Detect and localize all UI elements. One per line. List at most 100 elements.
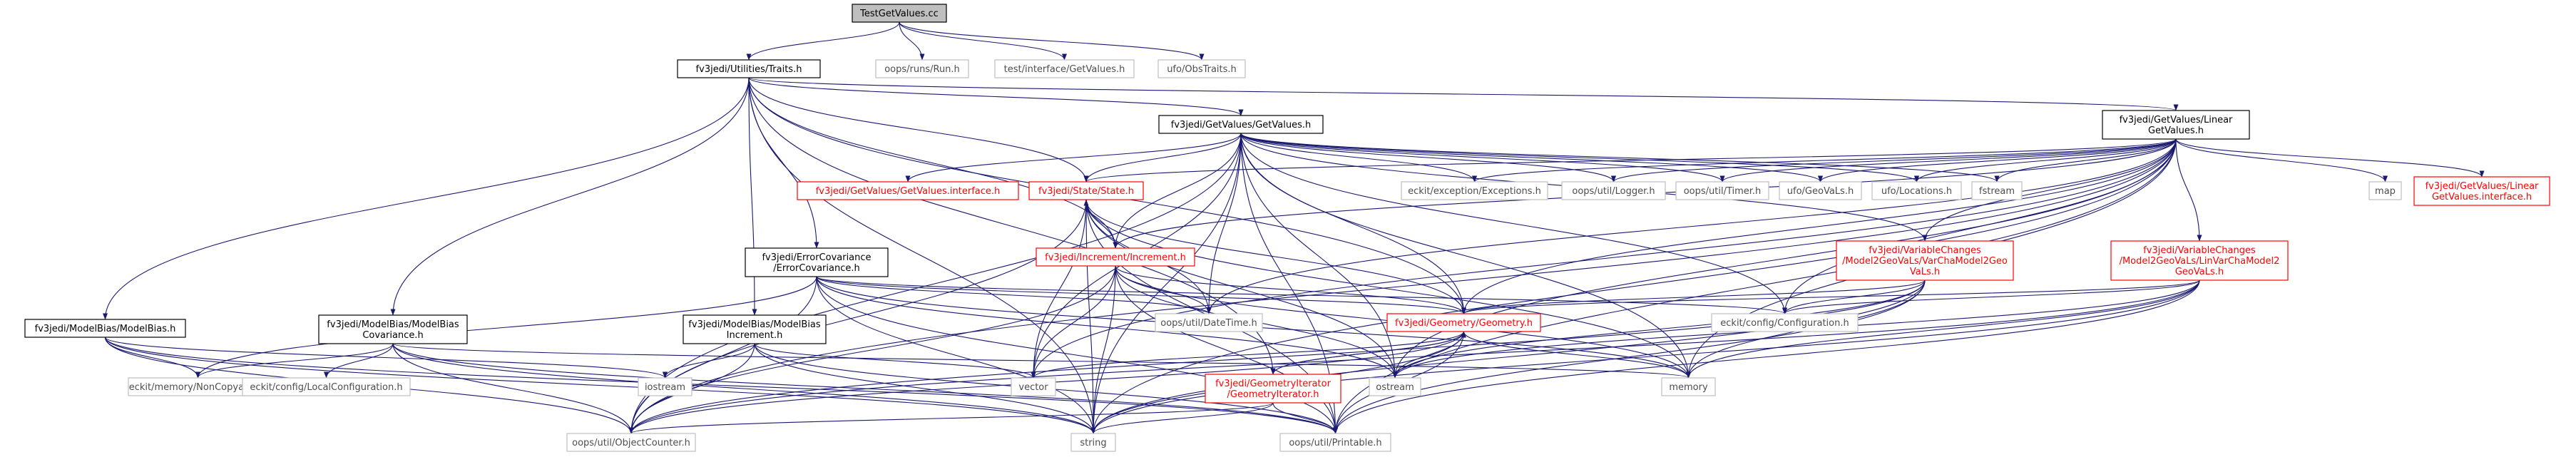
edge-root-to-tgv [899, 21, 1067, 61]
node-label: ufo/ObsTraits.h [1167, 64, 1237, 75]
node-map[interactable]: map [2368, 181, 2402, 200]
edge-lineargv-to-datetime [1206, 138, 2177, 314]
edge-traits-to-lineargv [748, 77, 2178, 111]
edge-getvalues-to-locations [1240, 133, 1919, 183]
edge-errorcov-to-objectcounter [628, 276, 817, 434]
node-datetime[interactable]: oops/util/DateTime.h [1155, 313, 1263, 332]
node-box [1036, 247, 1195, 267]
node-varchamodel[interactable]: fv3jedi/VariableChanges/Model2GeoVaLs/Va… [1836, 240, 2014, 281]
edge-linvarcha-to-objectcounter [628, 279, 2200, 434]
node-vector[interactable]: vector [1011, 377, 1056, 396]
node-label: oops/util/Timer.h [1684, 186, 1762, 197]
node-box [1661, 377, 1716, 396]
node-linvarcha[interactable]: fv3jedi/VariableChanges/Model2GeoVaLs/Li… [2110, 240, 2289, 281]
node-root[interactable]: TestGetValues.cc [852, 4, 947, 23]
edge-errorcov-to-noncopyable [195, 276, 817, 379]
edge-modelbias-to-iostream [104, 337, 668, 379]
node-modelbias[interactable]: fv3jedi/ModelBias/ModelBias.h [24, 319, 186, 338]
node-box [566, 433, 696, 452]
node-label: Covariance.h [362, 330, 423, 341]
node-string[interactable]: string [1070, 433, 1116, 452]
node-box [1070, 433, 1116, 452]
node-box [2110, 240, 2289, 281]
edge-lineargv-to-vector [1031, 138, 2177, 379]
edge-state-to-string [1085, 199, 1096, 434]
edge-root-to-traits [746, 21, 900, 61]
edge-linvarcha-to-memory [1686, 279, 2200, 379]
edge-increment-to-geometry [1115, 265, 1466, 314]
node-obstraits[interactable]: ufo/ObsTraits.h [1157, 59, 1246, 78]
node-iostream[interactable]: iostream [638, 377, 692, 396]
node-errorcov[interactable]: fv3jedi/ErrorCovariance/ErrorCovariance.… [745, 247, 889, 277]
edge-geoiter-to-geometry [1272, 331, 1466, 375]
node-gvinterface[interactable]: fv3jedi/GetValues/GetValues.interface.h [797, 181, 1019, 200]
node-logger[interactable]: oops/util/Logger.h [1561, 181, 1666, 200]
node-box [875, 59, 969, 78]
edge-geoiter-to-string [1090, 402, 1274, 434]
node-geovals[interactable]: ufo/GeoVaLs.h [1779, 181, 1862, 200]
node-box [318, 314, 468, 344]
node-box [1279, 433, 1391, 452]
edge-lineargv-to-exceptions [1472, 138, 2177, 183]
node-label: eckit/memory/NonCopyable.h [129, 382, 267, 393]
node-exceptions[interactable]: eckit/exception/Exceptions.h [1401, 181, 1548, 200]
node-label: fv3jedi/Geometry/Geometry.h [1395, 318, 1533, 329]
edge-varchamodel-to-configuration [1782, 279, 1926, 314]
edge-mbcov-to-memory [392, 343, 1691, 379]
node-box [1779, 181, 1862, 200]
node-locations[interactable]: ufo/Locations.h [1871, 181, 1962, 200]
node-getvalues[interactable]: fv3jedi/GetValues/GetValues.h [1158, 115, 1324, 134]
edge-errorcov-to-configuration [816, 276, 1787, 314]
node-lgvinterface[interactable]: fv3jedi/GetValues/LinearGetValues.interf… [2413, 176, 2550, 206]
node-box [1028, 181, 1144, 200]
node-label: /Model2GeoVaLs/LinVarChaModel2 [2120, 256, 2280, 267]
edge-errorcov-to-string [816, 276, 1096, 434]
node-state[interactable]: fv3jedi/State/State.h [1028, 181, 1144, 200]
edge-traits-to-state [748, 77, 1089, 183]
node-box [745, 247, 889, 277]
node-label: GetValues.h [2148, 125, 2204, 136]
edge-traits-to-mbcov [390, 77, 750, 316]
node-box [994, 59, 1135, 78]
node-fstream[interactable]: fstream [1971, 181, 2023, 200]
edge-getvalues-to-gvinterface [905, 133, 1242, 183]
edge-linvarcha-to-printable [1333, 279, 2200, 434]
edge-varchamodel-to-objectcounter [628, 279, 1926, 434]
node-label: oops/util/Printable.h [1289, 438, 1381, 448]
node-label: vector [1018, 382, 1048, 393]
node-configuration[interactable]: eckit/config/Configuration.h [1711, 313, 1859, 332]
edge-geometry-to-memory [1463, 331, 1691, 379]
node-label: GeoVaLs.h [2175, 267, 2224, 277]
node-label: GetValues.interface.h [2432, 192, 2532, 202]
node-printable[interactable]: oops/util/Printable.h [1279, 433, 1391, 452]
edge-traits-to-increment [748, 77, 1118, 249]
node-label: VaLs.h [1910, 267, 1940, 277]
node-memory[interactable]: memory [1661, 377, 1716, 396]
node-geoiter[interactable]: fv3jedi/GeometryIterator/GeometryIterato… [1205, 374, 1341, 404]
node-label: /ErrorCovariance.h [773, 263, 859, 274]
edge-root-to-obstraits [899, 21, 1205, 61]
node-timer[interactable]: oops/util/Timer.h [1675, 181, 1769, 200]
node-box [1675, 181, 1769, 200]
node-geometry[interactable]: fv3jedi/Geometry/Geometry.h [1386, 313, 1541, 332]
node-box [2413, 176, 2550, 206]
edge-lineargv-to-geovals [1818, 138, 2177, 183]
node-traits[interactable]: fv3jedi/Utilities/Traits.h [677, 59, 821, 78]
node-increment[interactable]: fv3jedi/Increment/Increment.h [1036, 247, 1195, 267]
node-run[interactable]: oops/runs/Run.h [875, 59, 969, 78]
edge-linvarcha-to-geometry [1461, 279, 2200, 314]
node-localconfig[interactable]: eckit/config/LocalConfiguration.h [242, 377, 411, 396]
node-ostream[interactable]: ostream [1369, 377, 1421, 396]
edge-getvalues-to-ostream [1240, 133, 1398, 379]
node-objectcounter[interactable]: oops/util/ObjectCounter.h [566, 433, 696, 452]
node-label: fv3jedi/Increment/Increment.h [1045, 252, 1186, 263]
edge-mbinc-to-objectcounter [628, 343, 755, 434]
node-label: fv3jedi/GetValues/GetValues.interface.h [816, 186, 1001, 197]
node-box [1871, 181, 1962, 200]
edge-lineargv-to-logger [1611, 138, 2177, 183]
node-tgv[interactable]: test/interface/GetValues.h [994, 59, 1135, 78]
node-box [797, 181, 1019, 200]
